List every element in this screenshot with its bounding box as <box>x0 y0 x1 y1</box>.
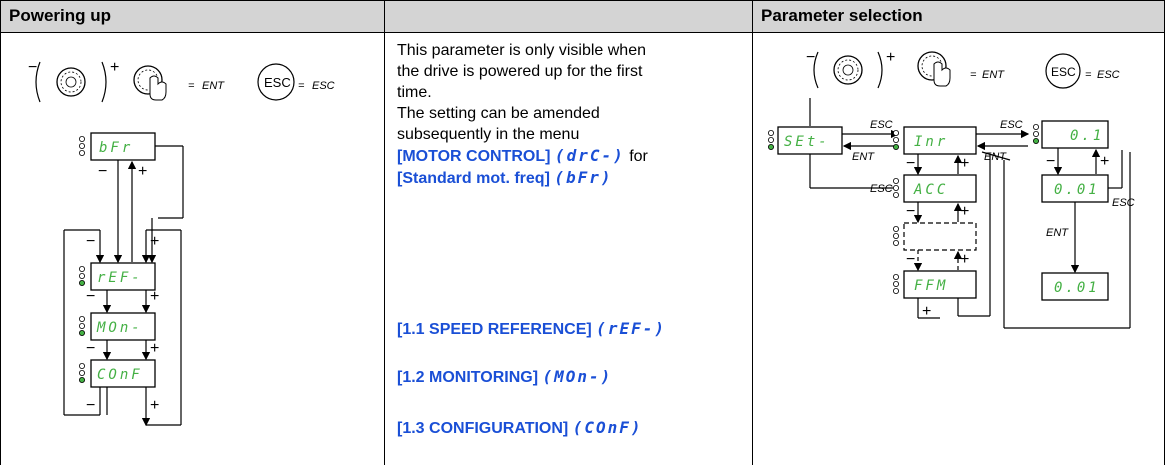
display-set-text: SEt- <box>784 134 830 150</box>
svg-text:−: − <box>1046 153 1055 170</box>
display-mon <box>90 312 156 341</box>
display-v3 <box>1041 272 1109 301</box>
svg-text:−: − <box>98 163 107 180</box>
ent-label: ENT <box>202 80 225 92</box>
led-indicator <box>79 362 85 384</box>
display-conf-text: COnF <box>97 367 143 383</box>
display-acc-text: ACC <box>913 182 948 198</box>
display-conf <box>90 359 156 388</box>
svg-text:+: + <box>150 397 159 414</box>
svg-text:+: + <box>150 340 159 357</box>
svg-text:−: − <box>86 288 95 305</box>
svg-text:+: + <box>1100 153 1109 170</box>
minus-symbol: − <box>806 49 815 66</box>
led-indicator <box>768 129 774 151</box>
display-mon-text: МOn- <box>96 320 143 336</box>
led-indicator <box>893 225 899 247</box>
esc-label: ESC <box>1097 69 1120 81</box>
svg-text:−: − <box>86 233 95 250</box>
esc-button-label: ESC <box>1051 65 1076 79</box>
ent-label: ENT <box>982 69 1005 81</box>
display-v3-text: 0.01 <box>1054 280 1100 296</box>
ent-flow-label: ENT <box>852 151 875 163</box>
jog-press-icon <box>917 51 951 87</box>
led-indicator <box>893 273 899 295</box>
svg-text:+: + <box>960 251 969 268</box>
table-top-border <box>0 0 1165 1</box>
minus-symbol: − <box>28 59 37 76</box>
esc-flow-label: ESC <box>1000 119 1023 131</box>
display-ffm-text: FFM <box>914 278 948 294</box>
svg-text:+: + <box>150 288 159 305</box>
svg-text:−: − <box>86 397 95 414</box>
svg-text:−: − <box>86 340 95 357</box>
display-v1 <box>1041 120 1109 149</box>
header-blank <box>385 0 752 32</box>
esc-button-icon <box>257 63 295 101</box>
esc-flow-label: ESC <box>870 183 893 195</box>
column-divider-2 <box>752 0 753 465</box>
header-bottom-border <box>0 32 1165 33</box>
svg-text:−: − <box>906 251 915 268</box>
display-ref <box>90 262 156 291</box>
svg-text:+: + <box>960 155 969 172</box>
led-indicator <box>1033 124 1039 145</box>
esc-button-icon <box>1045 53 1081 89</box>
led-indicator <box>893 129 899 151</box>
esc-equals: = <box>298 80 305 92</box>
menu-configuration[interactable]: [1.3 CONFIGURATION] (COnF) <box>397 418 643 437</box>
display-ref-text: rEF- <box>97 270 143 286</box>
display-acc <box>903 174 977 203</box>
display-v2 <box>1041 174 1109 203</box>
column-divider-1 <box>384 0 385 465</box>
jog-dial-icon <box>813 51 883 89</box>
ent-flow-label: ENT <box>1046 227 1069 239</box>
motor-control-link[interactable]: [MOTOR CONTROL] <box>397 148 551 165</box>
display-v2-text: 0.01 <box>1054 182 1100 198</box>
svg-text:+: + <box>138 163 147 180</box>
display-bfr-text: bFr <box>99 140 133 156</box>
ent-equals: = <box>188 80 195 92</box>
ent-equals: = <box>970 69 977 81</box>
plus-symbol: + <box>886 49 895 66</box>
display-ffm <box>903 270 977 299</box>
svg-text:+: + <box>960 203 969 220</box>
jog-press-icon <box>133 65 167 101</box>
esc-equals: = <box>1085 69 1092 81</box>
header-parameter-selection: Parameter selection <box>753 0 1164 32</box>
header-powering-up: Powering up <box>1 0 384 32</box>
display-v1-text: 0.1 <box>1070 128 1104 144</box>
svg-text:+: + <box>922 303 931 320</box>
plus-symbol: + <box>110 59 119 76</box>
description-text: This parameter is only visible when the … <box>397 42 648 187</box>
esc-flow-label: ESC <box>870 119 893 131</box>
led-indicator <box>893 177 899 199</box>
display-placeholder <box>903 222 977 251</box>
led-indicator <box>79 135 85 157</box>
svg-text:−: − <box>906 203 915 220</box>
svg-text:+: + <box>150 233 159 250</box>
display-inr-text: Inr <box>914 134 948 150</box>
led-indicator <box>79 265 85 287</box>
table-left-border <box>0 0 1 465</box>
esc-label: ESC <box>312 80 335 92</box>
display-set <box>777 126 843 155</box>
svg-text:−: − <box>906 155 915 172</box>
jog-dial-icon <box>35 61 107 103</box>
menu-speed-reference[interactable]: [1.1 SPEED REFERENCE] (rEF-) <box>397 319 666 338</box>
standard-mot-freq-link[interactable]: [Standard mot. freq] <box>397 170 550 187</box>
menu-monitoring[interactable]: [1.2 MONITORING] (МOn-) <box>397 367 613 386</box>
esc-button-label: ESC <box>264 75 291 90</box>
display-bfr <box>90 132 156 161</box>
esc-flow-label: ESC <box>1112 197 1135 209</box>
led-indicator <box>79 315 85 337</box>
display-inr <box>903 126 977 155</box>
